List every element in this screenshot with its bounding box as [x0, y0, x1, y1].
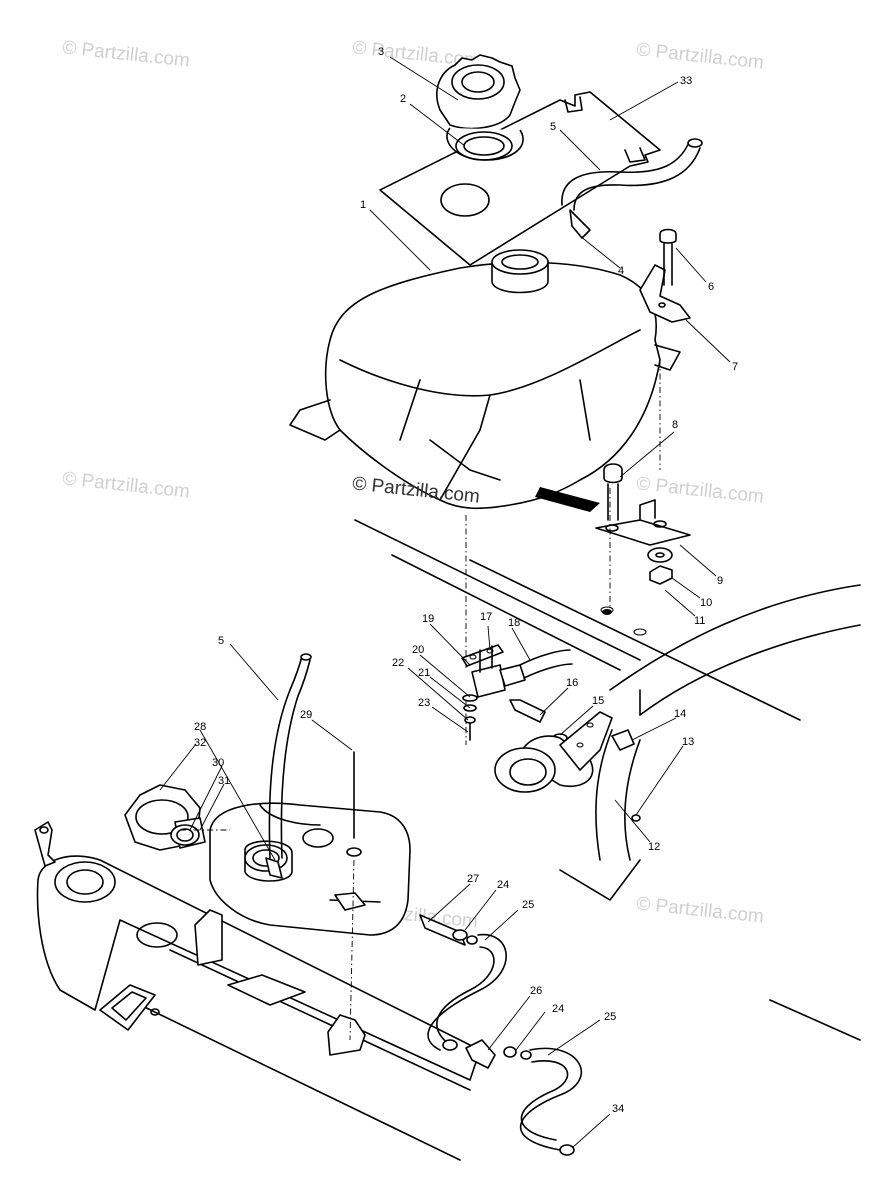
callout-7: 7 — [732, 361, 738, 373]
callout-30: 30 — [212, 757, 224, 769]
callout-1: 1 — [360, 199, 366, 211]
callout-19: 19 — [422, 613, 434, 625]
lower-fuel-line — [419, 914, 582, 1156]
frame-crossmember — [34, 821, 481, 1081]
callout-31: 31 — [218, 775, 230, 787]
callout-16: 16 — [566, 677, 578, 689]
callout-18: 18 — [508, 617, 520, 629]
callout-25-b: 25 — [604, 1011, 616, 1023]
callout-27: 27 — [467, 873, 479, 885]
callout-labels: 3 2 33 5 1 4 6 7 8 9 10 11 17 18 19 20 2… — [194, 46, 738, 1115]
callout-21: 21 — [418, 667, 430, 679]
callout-11: 11 — [694, 615, 705, 627]
callout-9: 9 — [717, 575, 723, 587]
callout-2: 2 — [400, 93, 406, 105]
rear-mount-hardware — [535, 463, 691, 615]
callout-25-a: 25 — [522, 899, 534, 911]
upper-fuel-cap — [436, 54, 524, 161]
callout-23: 23 — [418, 697, 430, 709]
lower-reservoir-tank — [209, 802, 411, 936]
callout-14: 14 — [674, 708, 686, 720]
mount-bracket — [639, 228, 691, 323]
callout-20: 20 — [412, 644, 424, 656]
callout-15: 15 — [592, 695, 604, 707]
callout-28: 28 — [194, 721, 206, 733]
callout-22: 22 — [392, 657, 404, 669]
valve-mount-bracket — [494, 711, 641, 822]
callout-5-upper: 5 — [550, 121, 556, 133]
lower-vent-hose — [265, 653, 312, 879]
callout-24-b: 24 — [552, 1003, 564, 1015]
upper-vent-hose — [561, 138, 703, 239]
callout-17: 17 — [480, 611, 492, 623]
callout-24-a: 24 — [497, 879, 509, 891]
callout-34: 34 — [612, 1103, 624, 1115]
callout-32: 32 — [194, 737, 206, 749]
callout-3: 3 — [378, 46, 384, 58]
upper-fuel-tank — [289, 249, 681, 510]
dipstick — [346, 751, 362, 857]
callout-12: 12 — [648, 841, 660, 853]
callout-6: 6 — [708, 281, 714, 293]
callout-29: 29 — [300, 709, 312, 721]
alignment-lines — [180, 360, 661, 1041]
callout-13: 13 — [682, 736, 694, 748]
callout-4: 4 — [618, 265, 624, 277]
callout-5-lower: 5 — [218, 635, 224, 647]
fuel-valve-assembly — [461, 644, 573, 743]
tank-cover-plate — [379, 91, 661, 266]
callout-8: 8 — [672, 419, 678, 431]
lower-fuel-cap — [124, 784, 206, 851]
callout-10: 10 — [700, 597, 712, 609]
callout-33: 33 — [680, 75, 692, 87]
leader-lines — [159, 56, 731, 1149]
callout-26: 26 — [530, 985, 542, 997]
frame-rails — [129, 519, 861, 1161]
